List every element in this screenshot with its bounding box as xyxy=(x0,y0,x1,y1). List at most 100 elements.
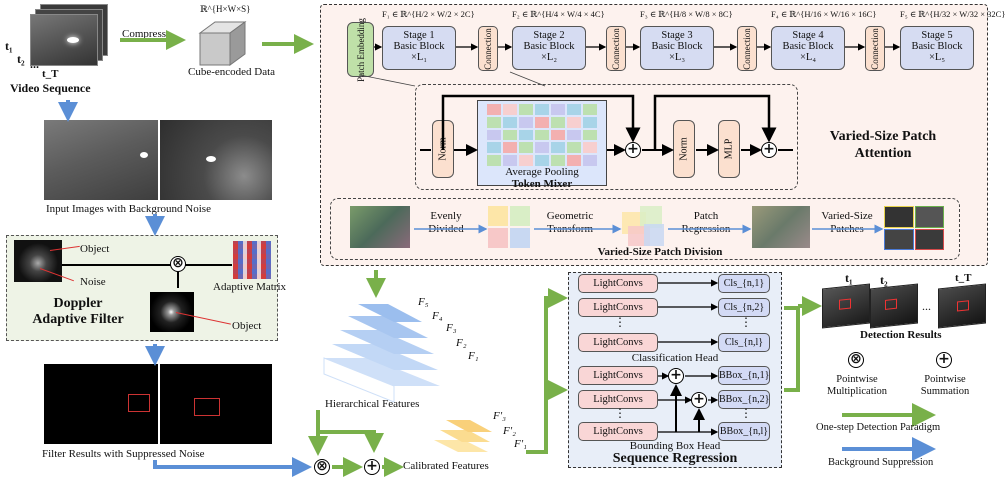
down-arrow-small xyxy=(177,272,179,288)
pyramid-label-f5: F₅ xyxy=(418,296,429,308)
video-sequence-label: Video Sequence xyxy=(10,81,91,95)
calibrated-label: Calibrated Features xyxy=(403,460,489,472)
one-step-label: One-step Detection Paradigm xyxy=(816,422,941,433)
geometric-transform: Geometric Transform xyxy=(546,210,594,235)
stage-arrows xyxy=(374,43,901,51)
token-mixer-label: Token Mixer xyxy=(511,178,573,190)
object-label: Object xyxy=(80,243,110,255)
stage2-formula: F₂ ∈ ℝ^{H/4 × W/4 × 4C} xyxy=(512,9,605,19)
lightconvs-cls-2: LightConvs xyxy=(578,298,658,317)
connection-box: Connection xyxy=(737,26,757,71)
connection-box: Connection xyxy=(478,26,498,71)
hierarchical-pyramid xyxy=(323,304,440,403)
division-arrows xyxy=(414,224,884,234)
vdots-cls-right: ⋮ xyxy=(740,315,752,329)
legend-green-arrow xyxy=(842,403,936,427)
filter-result-2 xyxy=(160,364,272,444)
detection-results-label: Detection Results xyxy=(860,329,942,341)
filtered-spectrum xyxy=(150,292,194,332)
calibrated-label-f3: F′₃ xyxy=(493,410,506,422)
pooling-grid xyxy=(487,104,597,166)
calibrated-label-f1: F′₁ xyxy=(514,438,527,450)
frame-label-t1: t₁ xyxy=(5,39,13,53)
result-t2: t₂ xyxy=(880,273,888,287)
legend-multiply-icon: ⊗ xyxy=(848,352,864,368)
pyramid-label-f3: F₃ xyxy=(446,322,457,334)
stage-1: Stage 1 Basic Block ×L₁ xyxy=(382,26,456,70)
stage4-formula: F₄ ∈ ℝ^{H/16 × W/16 × 16C} xyxy=(771,9,877,19)
calibrated-stack xyxy=(434,420,492,452)
cube-encoded-label: Cube-encoded Data xyxy=(188,66,276,78)
noise-label: Noise xyxy=(80,276,106,288)
input-images-label: Input Images with Background Noise xyxy=(46,203,211,215)
stage-2-block: Basic Block xyxy=(523,41,575,52)
stage-4-repeat: ×L₄ xyxy=(800,52,816,63)
stage3-formula: F₃ ∈ ℝ^{H/8 × W/8 × 8C} xyxy=(640,9,733,19)
bbox-output-3: BBox_{n,l} xyxy=(718,422,770,441)
input-image-2 xyxy=(160,120,272,200)
lightconvs-cls-3: LightConvs xyxy=(578,333,658,352)
vdots-bbox-right: ⋮ xyxy=(740,406,752,420)
division-input-image xyxy=(350,206,410,248)
stage-3-repeat: ×L₃ xyxy=(669,52,685,63)
pointwise-multiply-icon: ⊗ xyxy=(170,256,186,272)
summation-icon: + xyxy=(364,459,380,475)
stage-5: Stage 5 Basic Block ×L₅ xyxy=(900,26,974,70)
stage-4-name: Stage 4 xyxy=(792,30,824,41)
stage-3-name: Stage 3 xyxy=(661,30,693,41)
connection-box: Connection xyxy=(865,26,885,71)
pointwise-multiply-icon: ⊗ xyxy=(314,459,330,475)
lightconvs-bbox-2: LightConvs xyxy=(578,390,658,409)
stage-1-name: Stage 1 xyxy=(403,30,435,41)
varied-patches-grid xyxy=(884,206,944,250)
basic-block-detail xyxy=(415,84,798,190)
vsp-title-line1: Varied-Size Patch xyxy=(829,129,937,144)
object-label-2: Object xyxy=(232,320,262,332)
frame-label-dots: ... xyxy=(30,57,39,71)
patch-embedding-box: Patch Embedding xyxy=(347,18,374,81)
lightconvs-bbox-1: LightConvs xyxy=(578,366,658,385)
cls-output-3: Cls_{n,l} xyxy=(718,333,770,352)
bbox-output-2: BBox_{n,2} xyxy=(718,390,770,409)
stage-5-name: Stage 5 xyxy=(921,30,953,41)
regressed-image xyxy=(752,206,810,248)
vdots-cls-left: ⋮ xyxy=(614,315,626,329)
video-sequence-stack xyxy=(28,4,116,76)
bbox-head-label: Bounding Box Head xyxy=(629,440,721,452)
doppler-title-line1: Doppler xyxy=(53,296,103,311)
connection-box: Connection xyxy=(606,26,626,71)
cls-output-1: Cls_{n,1} xyxy=(718,274,770,293)
patch-division-title: Varied-Size Patch Division xyxy=(597,246,723,258)
input-image-1 xyxy=(44,120,158,200)
hierarchical-label: Hierarchical Features xyxy=(325,398,420,410)
stage-3: Stage 3 Basic Block ×L₃ xyxy=(640,26,714,70)
pyramid-label-f2: F₂ xyxy=(456,337,467,349)
result-dots: ... xyxy=(922,299,931,313)
filter-result-1 xyxy=(44,364,158,444)
legend-pointwise-mult: Pointwise Multiplication xyxy=(826,374,888,397)
cube-formula: ℝ^{H×W×S} xyxy=(200,4,251,14)
varied-size-patches: Varied-Size Patches xyxy=(821,210,873,235)
pyramid-label-f1: F₁ xyxy=(468,350,479,362)
transformed-patches xyxy=(622,206,666,248)
stage-4-block: Basic Block xyxy=(782,41,834,52)
seqreg-title: Sequence Regression xyxy=(612,451,738,466)
summation-icon: + xyxy=(691,392,707,408)
vsp-title: Varied-Size Patch Attention xyxy=(808,128,958,162)
stage1-formula: F₁ ∈ ℝ^{H/2 × W/2 × 2C} xyxy=(382,9,475,19)
stage-3-block: Basic Block xyxy=(651,41,703,52)
vsp-title-line2: Attention xyxy=(854,146,912,161)
lightconvs-bbox-3: LightConvs xyxy=(578,422,658,441)
vdots-bbox-left: ⋮ xyxy=(614,406,626,420)
legend-blue-arrow xyxy=(842,437,936,461)
compress-label: Compress xyxy=(122,28,166,40)
video-frame xyxy=(30,14,98,66)
doppler-title: Doppler Adaptive Filter xyxy=(14,296,142,328)
seqreg-arrows xyxy=(658,279,719,436)
result-t1: t₁ xyxy=(845,271,853,285)
legend-pointwise-sum: Pointwise Summation xyxy=(920,374,970,397)
stage-2: Stage 2 Basic Block ×L₂ xyxy=(512,26,586,70)
stage-5-block: Basic Block xyxy=(911,41,963,52)
filter-line xyxy=(62,264,232,266)
patch-division-panel xyxy=(330,198,960,260)
